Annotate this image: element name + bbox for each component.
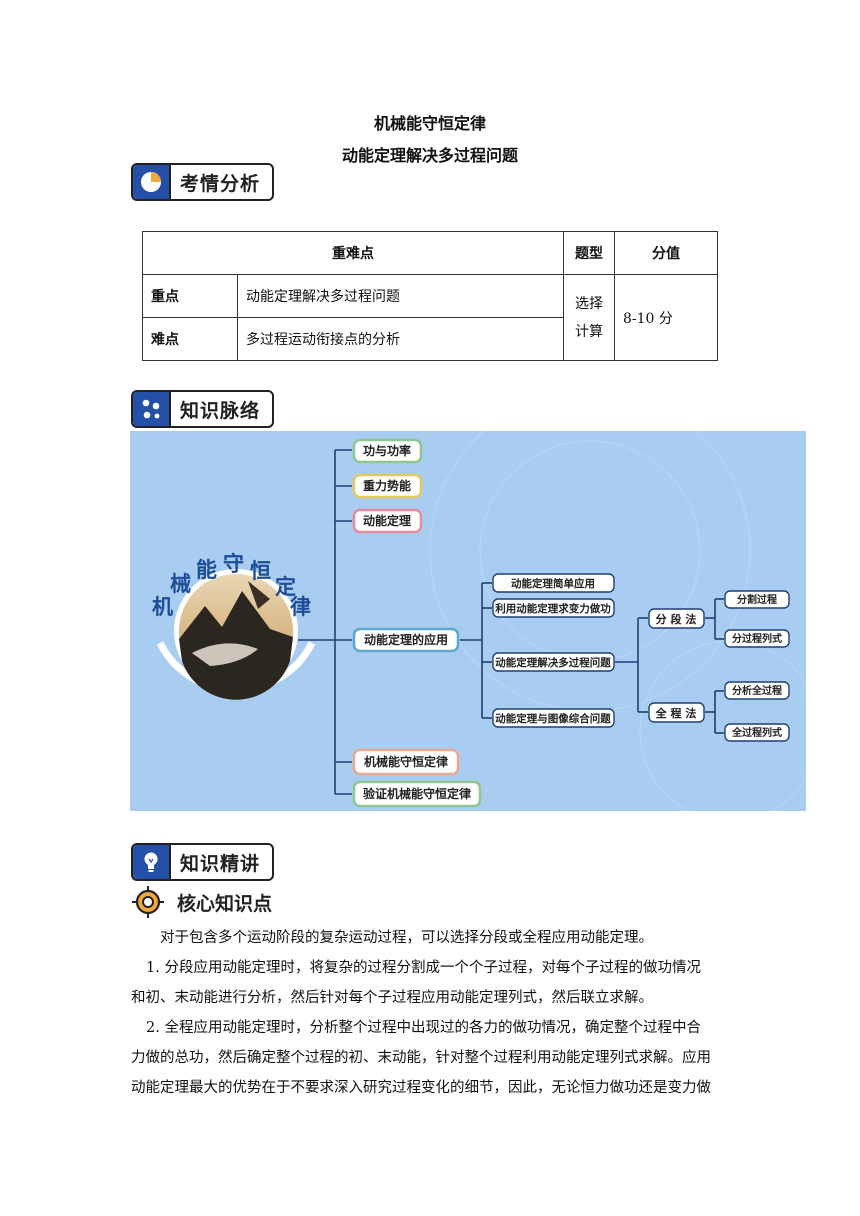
paragraph-whole-line-3: 动能定理最大的优势在于不要求深入研究过程变化的细节，因此，无论恒力做功还是变力做 <box>131 1080 711 1096</box>
table-header-type: 题型 <box>563 231 615 275</box>
application-node: 动能定理简单应用 <box>492 573 615 593</box>
network-icon <box>133 392 171 426</box>
svg-text:重力势能: 重力势能 <box>363 478 411 493</box>
table-header-difficulty: 重难点 <box>142 231 564 275</box>
root-char: 能 <box>196 557 217 582</box>
svg-text:分过程列式: 分过程列式 <box>732 632 782 645</box>
root-char: 械 <box>170 571 191 596</box>
type-line-1: 选择 <box>575 295 603 312</box>
application-node: 动能定理解决多过程问题 <box>492 652 615 672</box>
table-row: 难点 多过程运动衔接点的分析 <box>142 317 718 361</box>
root-emblem <box>156 569 316 700</box>
paragraph-intro: 对于包含多个运动阶段的复杂运动过程，可以选择分段或全程应用动能定理。 <box>160 930 653 946</box>
branch-node: 动能定理 <box>352 508 423 534</box>
svg-text:动能定理解决多过程问题: 动能定理解决多过程问题 <box>495 656 611 669</box>
root-char: 定 <box>275 574 296 599</box>
paragraph-segment-line-2: 和初、末动能进行分析，然后针对每个子过程应用动能定理列式，然后联立求解。 <box>131 990 653 1006</box>
svg-text:动能定理简单应用: 动能定理简单应用 <box>511 577 595 590</box>
branch-node: 重力势能 <box>352 473 423 499</box>
row-content-key: 动能定理解决多过程问题 <box>237 274 564 318</box>
core-heading-text: 核心知识点 <box>177 892 273 915</box>
svg-text:功与功率: 功与功率 <box>363 443 411 458</box>
row-content-hard: 多过程运动衔接点的分析 <box>237 317 564 361</box>
method-node: 全 程 法 <box>648 702 705 723</box>
leaf-node: 分割过程 <box>724 590 790 609</box>
page-title: 机械能守恒定律 <box>373 114 486 133</box>
svg-text:动能定理与图像综合问题: 动能定理与图像综合问题 <box>495 712 611 725</box>
section-title-analysis: 考情分析 <box>180 172 261 195</box>
branch-node: 动能定理的应用 <box>352 627 460 653</box>
svg-text:动能定理的应用: 动能定理的应用 <box>364 632 448 647</box>
method-node: 分 段 法 <box>648 608 705 629</box>
svg-text:全 程 法: 全 程 法 <box>655 706 697 720</box>
branch-node: 功与功率 <box>352 438 423 464</box>
application-node: 动能定理与图像综合问题 <box>492 708 615 728</box>
section-badge-analysis: 考情分析 <box>131 163 274 201</box>
target-icon <box>132 886 164 918</box>
paragraph-whole-line-1: 2. 全程应用动能定理时，分析整个过程中出现过的各力的做功情况，确定整个过程中合 <box>146 1020 701 1036</box>
type-line-2: 计算 <box>575 323 603 340</box>
table-header-score: 分值 <box>614 231 718 275</box>
leaf-node: 全过程列式 <box>724 723 790 742</box>
root-char: 恒 <box>250 558 271 583</box>
paragraph-whole-line-2: 力做的总功，然后确定整个过程的初、末动能，针对整个过程利用动能定理列式求解。应用 <box>131 1050 711 1066</box>
knowledge-mind-map: 机 械 能 守 恒 定 律 <box>130 390 821 822</box>
leaf-node: 分过程列式 <box>724 629 790 648</box>
leaf-node: 分析全过程 <box>724 681 790 700</box>
svg-text:全过程列式: 全过程列式 <box>731 726 782 739</box>
page-subtitle: 动能定理解决多过程问题 <box>341 146 518 165</box>
root-char: 机 <box>152 594 173 619</box>
row-label-key: 重点 <box>142 274 238 318</box>
branch-node: 验证机械能守恒定律 <box>352 780 482 808</box>
core-heading: 核心知识点 <box>131 885 272 919</box>
svg-text:验证机械能守恒定律: 验证机械能守恒定律 <box>363 786 471 801</box>
section-title-network: 知识脉络 <box>180 399 261 422</box>
table-row: 重点 动能定理解决多过程问题 选择 计算 8-10 分 <box>142 274 718 361</box>
pie-chart-icon <box>133 165 171 199</box>
lightbulb-icon <box>133 845 171 879</box>
table-header-row: 重难点 题型 分值 <box>142 231 718 275</box>
svg-text:动能定理: 动能定理 <box>363 513 411 528</box>
section-title-lecture: 知识精讲 <box>180 852 261 875</box>
svg-text:分 段 法: 分 段 法 <box>656 612 697 626</box>
score-cell: 8-10 分 <box>614 274 718 361</box>
svg-text:利用动能定理求变力做功: 利用动能定理求变力做功 <box>495 602 611 615</box>
section-badge-network: 知识脉络 <box>131 390 274 428</box>
paragraph-segment-line-1: 1. 分段应用动能定理时，将复杂的过程分割成一个个子过程，对每个子过程的做功情况 <box>146 960 701 976</box>
root-char: 律 <box>290 594 311 619</box>
section-badge-lecture: 知识精讲 <box>131 843 274 881</box>
branch-node: 机械能守恒定律 <box>352 748 460 776</box>
row-label-hard: 难点 <box>142 317 238 361</box>
svg-text:分析全过程: 分析全过程 <box>732 684 782 697</box>
root-char: 守 <box>223 551 244 576</box>
svg-text:分割过程: 分割过程 <box>737 593 777 606</box>
connector-lines <box>298 449 724 795</box>
svg-text:机械能守恒定律: 机械能守恒定律 <box>364 754 448 769</box>
type-cell: 选择 计算 <box>563 274 615 361</box>
application-node: 利用动能定理求变力做功 <box>492 598 615 618</box>
difficulty-table: 重难点 题型 分值 重点 动能定理解决多过程问题 选择 计算 8-10 分 难点… <box>142 231 718 361</box>
